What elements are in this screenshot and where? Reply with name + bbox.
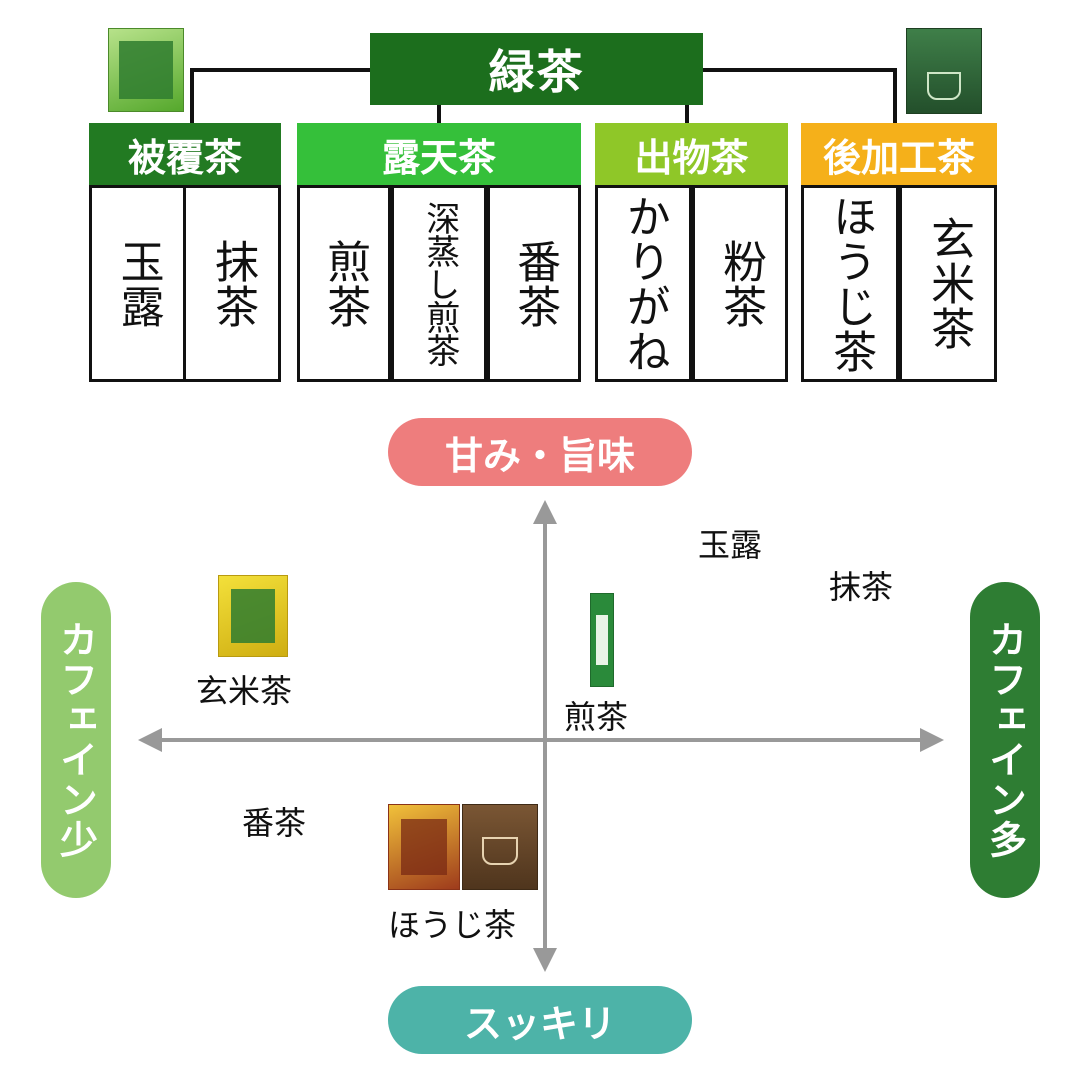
tea-item-fukamushi-sencha: 深蒸し煎茶 <box>391 185 487 382</box>
tea-item-label: 抹茶 <box>207 238 259 329</box>
tree-connector <box>437 103 441 125</box>
genmaicha-package-icon <box>218 575 288 657</box>
tree-connector <box>685 103 689 125</box>
tree-connector <box>190 68 194 125</box>
axis-label-sukkiri: スッキリ <box>388 986 692 1054</box>
category-rotencha: 露天茶 <box>297 123 581 185</box>
root-green-tea: 緑茶 <box>370 33 703 105</box>
roasted-green-tea-box-icon <box>462 804 538 890</box>
axis-label-caffeine-high: カフェイン多 <box>970 582 1040 898</box>
axis-label-umami: 甘み・旨味 <box>388 418 692 486</box>
point-gyokuro: 玉露 <box>698 526 763 564</box>
tea-item-label: 深蒸し煎茶 <box>419 201 460 366</box>
tea-item-bancha: 番茶 <box>487 185 581 382</box>
category-demonocha: 出物茶 <box>595 123 788 185</box>
tea-item-konacha: 粉茶 <box>692 185 788 382</box>
tea-item-matcha: 抹茶 <box>183 185 281 382</box>
point-hojicha: ほうじ茶 <box>388 906 517 944</box>
axis-arrow-left-icon <box>138 728 162 752</box>
tea-item-karigane: かりがね <box>595 185 692 382</box>
tree-connector <box>190 68 372 72</box>
tea-item-label: 粉茶 <box>715 238 767 329</box>
tea-item-sencha: 煎茶 <box>297 185 391 382</box>
point-matcha: 抹茶 <box>829 568 894 606</box>
tea-item-label: 番茶 <box>509 238 561 329</box>
ito-en-green-tea-box-icon <box>906 28 982 114</box>
tea-item-label: かりがね <box>618 193 670 374</box>
point-sencha: 煎茶 <box>564 698 629 736</box>
axis-arrow-up-icon <box>533 500 557 524</box>
tea-item-genmaicha: 玄米茶 <box>899 185 997 382</box>
category-atokakoucha: 後加工茶 <box>801 123 997 185</box>
axis-arrow-down-icon <box>533 948 557 972</box>
sencha-stick-icon <box>590 593 614 687</box>
tea-item-label: 煎茶 <box>319 238 371 329</box>
green-tea-package-icon <box>108 28 184 112</box>
tea-item-gyokuro: 玉露 <box>89 185 186 382</box>
point-bancha: 番茶 <box>242 804 307 842</box>
category-hifukucha: 被覆茶 <box>89 123 281 185</box>
axis-label-caffeine-low: カフェイン少 <box>41 582 111 898</box>
tree-connector <box>700 68 897 72</box>
tree-connector <box>893 68 897 125</box>
hojicha-package-icon <box>388 804 460 890</box>
axis-arrow-right-icon <box>920 728 944 752</box>
tea-item-label: 玉露 <box>112 238 164 329</box>
tea-item-label: ほうじ茶 <box>825 193 877 374</box>
tea-item-hojicha: ほうじ茶 <box>801 185 899 382</box>
point-genmaicha: 玄米茶 <box>196 672 293 710</box>
tea-item-label: 玄米茶 <box>923 216 975 351</box>
